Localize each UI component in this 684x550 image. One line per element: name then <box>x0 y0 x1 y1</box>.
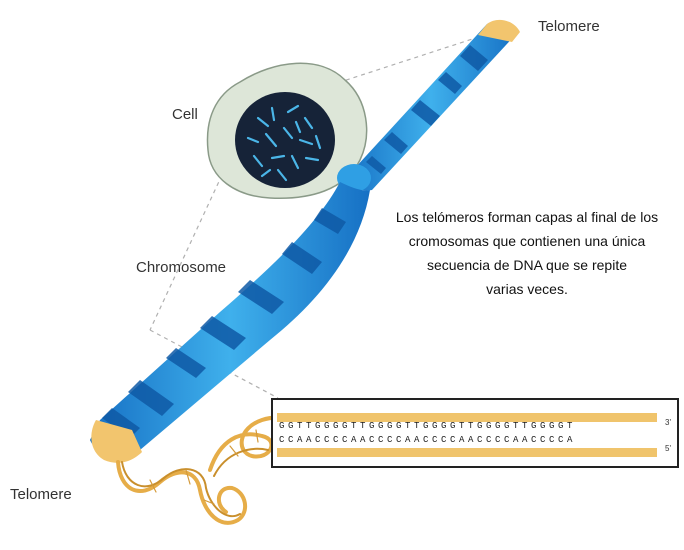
description-line: Los telómeros forman capas al final de l… <box>372 205 682 229</box>
telomere-bottom-label: Telomere <box>10 486 72 503</box>
description-line: cromosomas que contienen una única <box>372 229 682 253</box>
chromosome-label: Chromosome <box>136 259 226 276</box>
top-strand-end-label: 3' <box>665 418 671 427</box>
telomere-top-label: Telomere <box>538 18 600 35</box>
cell-label: Cell <box>172 106 198 123</box>
bottom-strand-sequence: CCAACCCCAACCCCAACCCCAACCCCAACCCCA <box>279 435 659 445</box>
telomere-description: Los telómeros forman capas al final de l… <box>372 205 682 301</box>
top-strand-sequence: GGTTGGGGTTGGGGTTGGGGTTGGGGTTGGGGT <box>279 421 659 431</box>
description-line: varias veces. <box>372 277 682 301</box>
description-line: secuencia de DNA que se repite <box>372 253 682 277</box>
nucleus <box>235 92 335 188</box>
bottom-strand-end-label: 5' <box>665 444 671 453</box>
bottom-strand-backbone <box>277 448 657 457</box>
dna-sequence-panel: GGTTGGGGTTGGGGTTGGGGTTGGGGTTGGGGT 3' CCA… <box>271 398 679 468</box>
